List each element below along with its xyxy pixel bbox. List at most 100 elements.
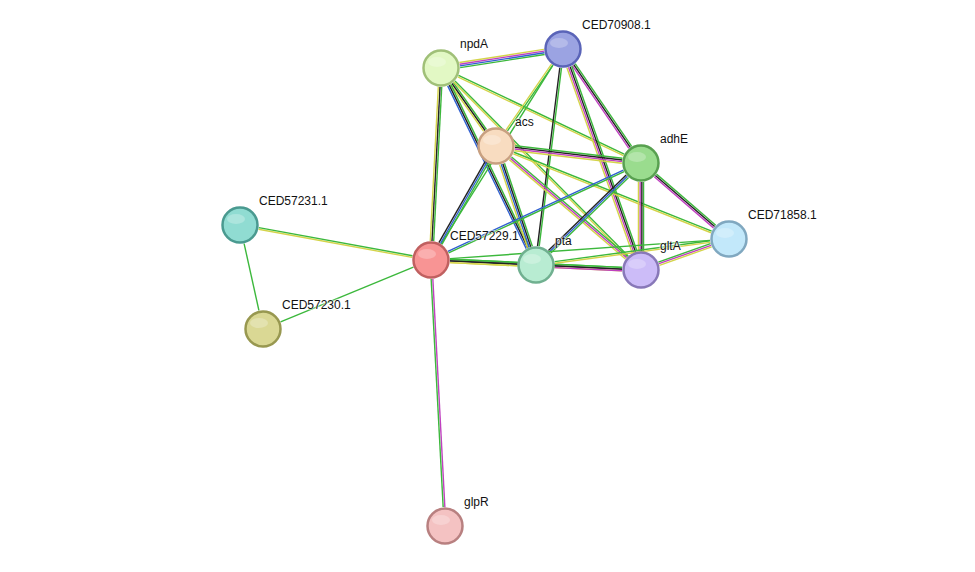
evidence-line <box>460 51 544 64</box>
node-highlight <box>428 57 446 67</box>
protein-node: gltA <box>622 251 660 289</box>
evidence-line <box>655 175 714 226</box>
protein-node: glpR <box>426 507 464 545</box>
node-circle <box>426 507 464 545</box>
node-highlight <box>523 254 541 264</box>
node-highlight <box>628 259 646 269</box>
node-circle-shape <box>424 51 459 86</box>
evidence-line <box>555 268 622 271</box>
protein-node: CED71858.1 <box>710 220 748 258</box>
interaction-edge <box>555 264 622 271</box>
node-circle <box>477 127 515 165</box>
node-circle-shape <box>712 222 747 257</box>
evidence-line <box>506 64 551 130</box>
protein-label: CED57229.1 <box>450 229 519 243</box>
interaction-edge <box>654 174 715 228</box>
node-highlight <box>432 515 450 525</box>
protein-label: glpR <box>464 495 489 509</box>
evidence-line <box>244 244 259 311</box>
evidence-line <box>460 53 544 66</box>
node-highlight <box>250 318 268 328</box>
node-highlight <box>418 249 436 259</box>
evidence-line <box>449 85 527 248</box>
node-circle-shape <box>428 509 463 544</box>
evidence-line <box>641 182 642 251</box>
interaction-edge <box>548 175 628 253</box>
protein-label: acs <box>515 115 534 129</box>
node-circle-shape <box>479 129 514 164</box>
node-circle <box>412 241 450 279</box>
evidence-line <box>515 147 622 160</box>
protein-node: CED70908.1 <box>544 30 582 68</box>
node-highlight <box>550 38 568 48</box>
node-highlight <box>227 214 245 224</box>
node-circle-shape <box>223 208 258 243</box>
node-circle-shape <box>246 312 281 347</box>
node-highlight <box>483 135 501 145</box>
evidence-line <box>512 157 628 256</box>
node-circle <box>622 144 660 182</box>
evidence-line <box>431 279 443 507</box>
evidence-line <box>430 87 438 241</box>
node-circle-shape <box>624 253 659 288</box>
interaction-edge <box>538 68 562 247</box>
protein-label: CED70908.1 <box>582 18 651 32</box>
node-circle <box>422 49 460 87</box>
node-circle <box>221 206 259 244</box>
evidence-line <box>281 267 414 322</box>
evidence-line <box>432 87 440 241</box>
node-circle <box>710 220 748 258</box>
evidence-line <box>441 65 553 244</box>
protein-label: adhE <box>660 132 688 146</box>
node-circle-shape <box>414 243 449 278</box>
evidence-line <box>448 86 526 249</box>
node-highlight <box>716 228 734 238</box>
node-circle-shape <box>519 248 554 283</box>
protein-node: acs <box>477 127 515 165</box>
protein-label: pta <box>555 234 572 248</box>
protein-label: CED57230.1 <box>282 298 351 312</box>
protein-label: gltA <box>660 239 681 253</box>
evidence-line <box>638 182 639 251</box>
interaction-edge <box>459 49 544 67</box>
protein-node: CED57230.1 <box>244 310 282 348</box>
protein-label: CED71858.1 <box>748 208 817 222</box>
evidence-line <box>449 172 625 253</box>
interaction-edge <box>448 170 624 253</box>
node-circle <box>622 251 660 289</box>
protein-label: CED57231.1 <box>259 194 328 208</box>
interaction-edge <box>431 279 445 507</box>
interaction-edge <box>441 65 553 244</box>
evidence-line <box>550 176 628 252</box>
evidence-line <box>538 68 560 246</box>
node-circle-shape <box>546 32 581 67</box>
interaction-edge <box>572 64 631 149</box>
node-highlight <box>628 152 646 162</box>
evidence-line <box>656 174 715 225</box>
interaction-edge <box>506 64 553 131</box>
evidence-line <box>654 177 713 228</box>
interaction-edge <box>509 157 627 259</box>
protein-label: npdA <box>460 37 488 51</box>
evidence-line <box>548 175 626 251</box>
evidence-line <box>639 182 640 251</box>
node-circle <box>517 246 555 284</box>
node-circle <box>244 310 282 348</box>
protein-node: CED57231.1 <box>221 206 259 244</box>
evidence-line <box>514 152 712 231</box>
evidence-line <box>448 170 624 251</box>
evidence-line <box>539 68 561 246</box>
evidence-line <box>433 279 445 507</box>
evidence-line <box>460 54 544 67</box>
interaction-edge <box>244 244 259 311</box>
evidence-line <box>509 160 625 259</box>
protein-node: CED57229.1 <box>412 241 450 279</box>
evidence-line <box>259 228 413 256</box>
protein-node: pta <box>517 246 555 284</box>
interaction-edge <box>638 182 643 251</box>
protein-node: adhE <box>622 144 660 182</box>
protein-node: npdA <box>422 49 460 87</box>
node-circle-shape <box>624 146 659 181</box>
